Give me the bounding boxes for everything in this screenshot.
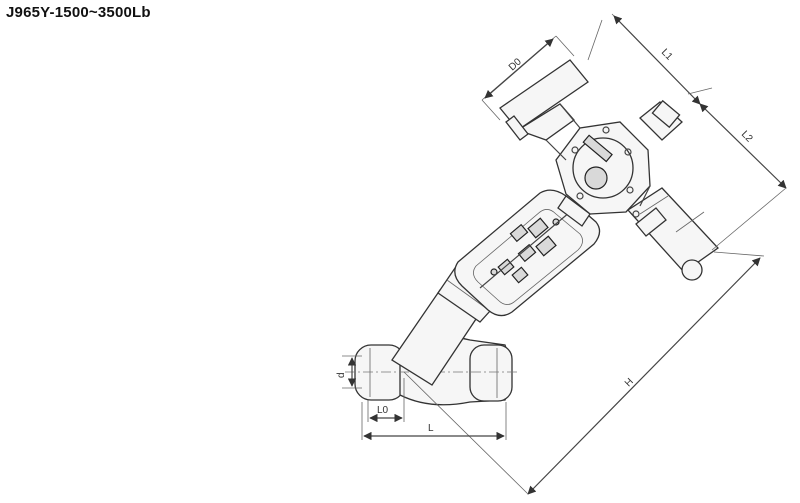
dim-label-l: L [428,423,434,434]
dim-label-l0: L0 [377,405,389,416]
dim-label-l2: L2 [739,129,755,145]
dimension-lines [342,13,787,495]
diagram-title: J965Y-1500~3500Lb [6,4,151,21]
valve-yoke [454,189,601,317]
dim-label-l1: L1 [659,47,675,63]
dim-label-d: d [336,372,347,378]
dim-label-d0: D0 [507,56,524,73]
actuator-gearbox [555,121,651,227]
dim-label-h: H [623,376,636,389]
